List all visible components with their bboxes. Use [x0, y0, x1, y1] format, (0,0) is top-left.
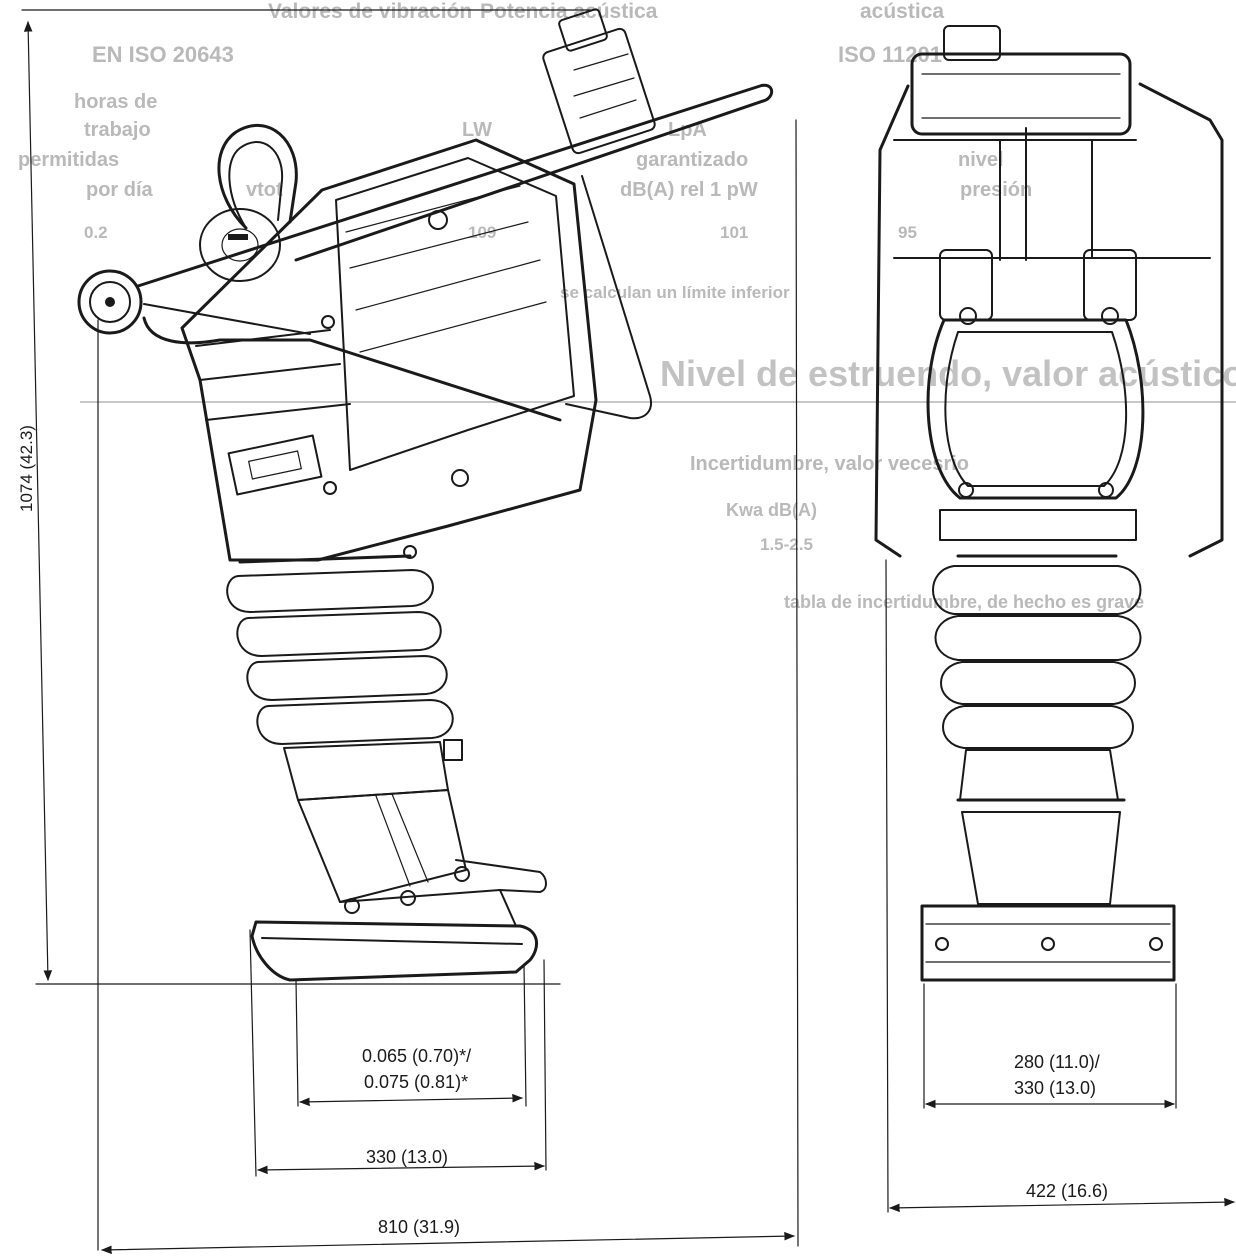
ghost-kwa-label: Kwa dB(A): [726, 500, 817, 520]
ghost-per-day: por día: [86, 179, 154, 201]
front-fuel-tank: [910, 25, 1132, 136]
side-view: [77, 8, 774, 982]
tamping-plate: [250, 889, 539, 982]
height-dimension: [23, 20, 53, 982]
lower-leg: [297, 789, 547, 914]
ghost-lw: LW: [462, 119, 492, 141]
shoe-width-label-line1: 280 (11.0)/: [1014, 1052, 1100, 1072]
height-label: 1074 (42.3): [17, 425, 36, 512]
front-tamping-plate: [920, 904, 1176, 982]
inner-width-dimension: [298, 1093, 524, 1107]
ghost-subheading: Incertidumbre, valor vecesrio: [690, 453, 969, 475]
ghost-val-109: 109: [468, 223, 496, 242]
inner-width-label-line1: 0.065 (0.70)*/: [362, 1046, 471, 1066]
ghost-vibration-title: Valores de vibración: [268, 0, 472, 23]
ghost-kwa-value: 1.5-2.5: [760, 535, 813, 554]
plate-length-dimension: [256, 1161, 546, 1175]
ghost-allowed: permitidas: [18, 149, 119, 171]
transport-wheel: [77, 269, 143, 335]
pivot-disc: [199, 208, 281, 282]
overall-length-dimension: [100, 1231, 796, 1255]
overall-width-label: 422 (16.6): [1026, 1181, 1108, 1201]
ghost-level: nivel: [958, 149, 1004, 171]
overall-length-label: 810 (31.9): [378, 1217, 460, 1237]
bellows: [226, 554, 463, 801]
ghost-db-rel: dB(A) rel 1 pW: [620, 179, 758, 201]
front-bellows: [932, 554, 1142, 905]
ghost-hours: horas de: [74, 91, 157, 113]
engine-housing: [180, 138, 598, 562]
overall-width-dimension: [888, 1197, 1236, 1213]
plate-length-label: 330 (13.0): [366, 1147, 448, 1167]
ghost-vtot: vtot: [246, 179, 283, 201]
ghost-pressure: presión: [960, 179, 1032, 201]
bleed-through-text: Valores de vibración Potencia acústica a…: [18, 0, 1236, 612]
dimension-lines: [21, 9, 1236, 1255]
ghost-val-02: 0.2: [84, 223, 108, 242]
shoe-width-label-line2: 330 (13.0): [1014, 1078, 1096, 1098]
ghost-acoustic-title: acústica: [860, 0, 944, 23]
ghost-bottom-note: tabla de incertidumbre, de hecho es grav…: [784, 592, 1144, 612]
ghost-val-95: 95: [898, 223, 917, 242]
ghost-power-title: Potencia acústica: [480, 0, 658, 23]
ghost-val-101: 101: [720, 223, 748, 242]
ghost-work: trabajo: [84, 119, 151, 141]
ghost-norm-vibration: EN ISO 20643: [92, 42, 234, 67]
ghost-guaranteed: garantizado: [636, 149, 748, 171]
inner-width-label-line2: 0.075 (0.81)*: [364, 1072, 468, 1092]
ghost-footnote: se calculan un límite inferior: [560, 283, 790, 302]
front-view: [874, 25, 1224, 982]
fuel-tank: [542, 8, 656, 155]
